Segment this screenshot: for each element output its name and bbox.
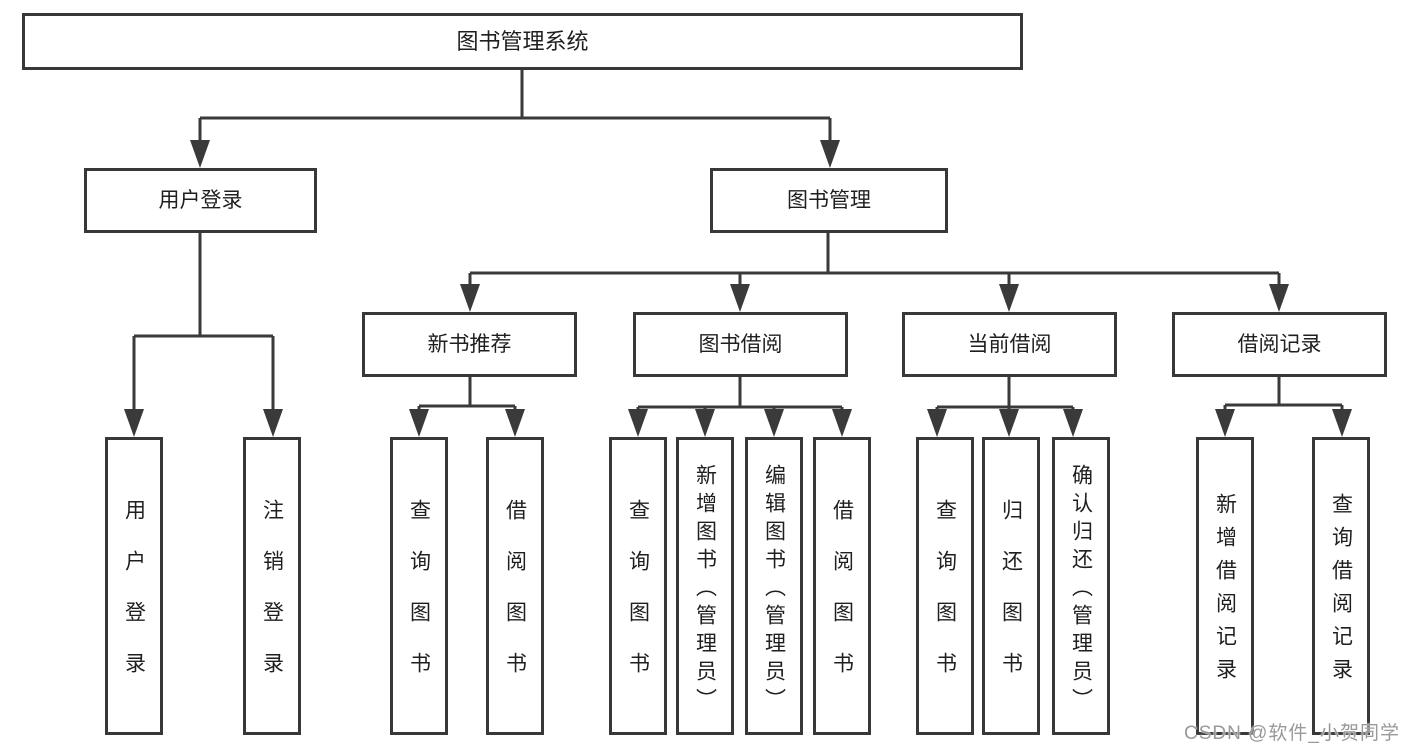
arrow-down-icon [190,140,210,168]
csdn-watermark: CSDN @软件_小贺同学 [1184,723,1400,744]
leaf-return-books: 归还图书 [982,437,1040,735]
leaf-label: 查询借阅记录 [1329,493,1353,691]
arrow-down-icon [409,409,429,437]
arrow-down-icon [124,409,144,437]
leaf-add-books-admin: 新增图书（管理员） [676,437,734,735]
arrow-down-icon [764,409,784,437]
leaf-query-books: 查询图书 [916,437,974,735]
node-user-login: 用户登录 [84,168,317,233]
arrow-down-icon [820,140,840,168]
node-root-system: 图书管理系统 [22,13,1023,70]
leaf-add-borrow-record: 新增借阅记录 [1196,437,1254,735]
leaf-label: 新增图书（管理员） [693,463,717,716]
arrow-down-icon [505,409,525,437]
arrow-down-icon [999,284,1019,312]
leaf-label: 注销登录 [260,499,284,703]
node-current-borrow: 当前借阅 [902,312,1117,377]
arrow-down-icon [460,284,480,312]
leaf-label: 借阅图书 [503,499,527,703]
node-borrow-records: 借阅记录 [1172,312,1387,377]
node-book-borrow: 图书借阅 [633,312,848,377]
arrow-down-icon [730,284,750,312]
leaf-query-borrow-record: 查询借阅记录 [1312,437,1370,735]
node-book-management: 图书管理 [710,168,948,233]
arrow-down-icon [695,409,715,437]
leaf-confirm-return-admin: 确认归还（管理员） [1052,437,1110,735]
leaf-borrow-books: 借阅图书 [486,437,544,735]
leaf-label: 用户登录 [122,499,146,703]
leaf-label: 查询图书 [933,499,957,703]
leaf-logout: 注销登录 [243,437,301,735]
leaf-query-books: 查询图书 [609,437,667,735]
leaf-label: 查询图书 [407,499,431,703]
leaf-label: 查询图书 [626,499,650,703]
leaf-label: 确认归还（管理员） [1069,463,1093,716]
node-new-book-recommend: 新书推荐 [362,312,577,377]
arrow-down-icon [1215,409,1235,437]
leaf-user-login: 用户登录 [105,437,163,735]
leaf-borrow-books: 借阅图书 [813,437,871,735]
arrow-down-icon [832,409,852,437]
arrow-down-icon [999,409,1019,437]
arrow-down-icon [927,409,947,437]
leaf-label: 归还图书 [999,499,1023,703]
leaf-query-books: 查询图书 [390,437,448,735]
arrow-down-icon [1269,284,1289,312]
leaf-label: 编辑图书（管理员） [762,463,786,716]
arrowheads [124,140,1352,437]
arrow-down-icon [628,409,648,437]
arrow-down-icon [1063,409,1083,437]
leaf-edit-books-admin: 编辑图书（管理员） [745,437,803,735]
leaf-label: 新增借阅记录 [1213,493,1237,691]
arrow-down-icon [1332,409,1352,437]
arrow-down-icon [263,409,283,437]
leaf-label: 借阅图书 [830,499,854,703]
